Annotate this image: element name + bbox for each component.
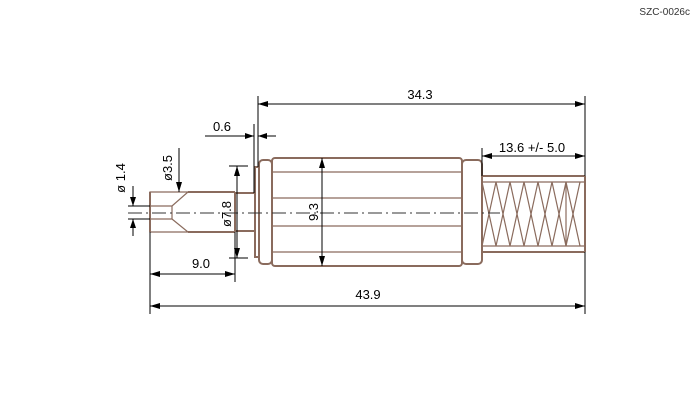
body-length-label: 34.3 <box>407 87 432 102</box>
dimension-step-gap: 0.6 <box>205 119 276 193</box>
dimension-strain-relief: 13.6 +/- 5.0 <box>481 140 585 176</box>
dimension-plug-length: 9.0 <box>150 232 236 282</box>
bore-diameter-label: ø3.5 <box>160 155 175 181</box>
dimension-outer-diameter: 9.3 <box>306 158 325 266</box>
dimension-bore-diameter: ø3.5 <box>160 148 182 192</box>
step-gap-label: 0.6 <box>213 119 231 134</box>
overall-length-label: 43.9 <box>355 287 380 302</box>
dimension-pin-diameter: ø 1.4 <box>113 163 150 236</box>
outer-diameter-label: 9.3 <box>306 203 321 221</box>
strain-relief-label: 13.6 +/- 5.0 <box>499 140 565 155</box>
connector-outline <box>149 157 586 267</box>
drawing-code: SZC-0026c <box>639 7 690 18</box>
plug-tip <box>149 191 190 233</box>
main-body <box>258 157 483 267</box>
sleeve-diameter-label: ø7.8 <box>219 201 234 227</box>
dimension-body-length: 34.3 <box>257 87 586 176</box>
pin-diameter-label: ø 1.4 <box>113 163 128 193</box>
strain-relief <box>481 175 586 253</box>
collar <box>235 166 260 258</box>
plug-sleeve <box>188 191 236 233</box>
dimension-sleeve-diameter: ø7.8 <box>219 165 248 259</box>
plug-length-label: 9.0 <box>192 256 210 271</box>
dimension-overall-length: 43.9 <box>149 232 586 314</box>
